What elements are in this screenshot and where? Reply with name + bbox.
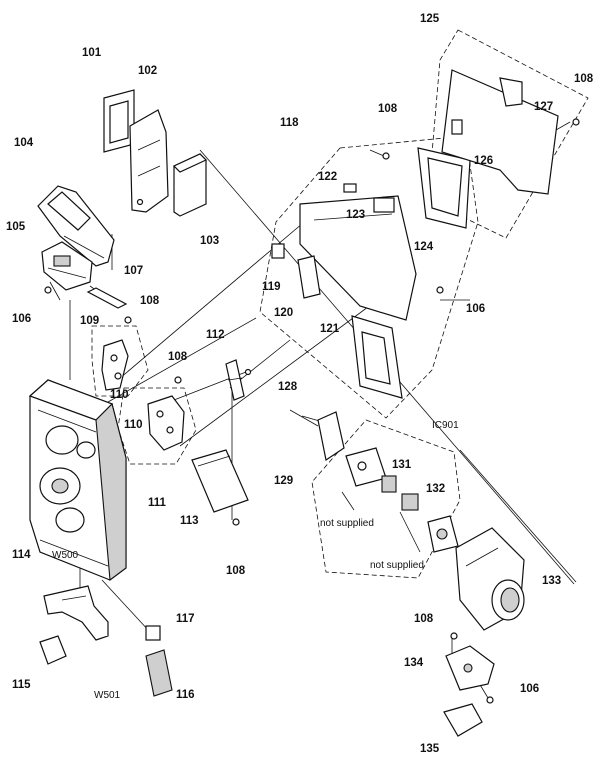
callout-125: 125 — [420, 13, 440, 25]
screws — [44, 118, 580, 704]
callout-117: 117 — [176, 613, 195, 625]
part-110-bracket-a — [101, 339, 129, 391]
callout-120: 120 — [274, 307, 293, 319]
callout-w500: W500 — [52, 550, 79, 561]
callout-113: 113 — [180, 515, 199, 527]
part-101-frame — [103, 89, 135, 153]
callout-108: 108 — [168, 351, 188, 363]
boundary-118 — [259, 135, 479, 419]
main-mechanism-chassis — [28, 379, 127, 582]
callout-not-supplied: not supplied — [320, 518, 374, 529]
callout-108: 108 — [414, 613, 434, 625]
callout-116: 116 — [176, 689, 195, 701]
callout-103: 103 — [200, 235, 219, 247]
callout-108: 108 — [378, 103, 398, 115]
part-110-bracket-b — [147, 395, 185, 451]
callout-102: 102 — [138, 65, 157, 77]
callout-119: 119 — [262, 281, 281, 293]
callout-123: 123 — [346, 209, 365, 221]
part-104-cover — [37, 185, 115, 267]
callout-135: 135 — [420, 743, 440, 755]
callout-101: 101 — [82, 47, 102, 59]
callout-122: 122 — [318, 171, 337, 183]
part-118-board — [299, 183, 417, 321]
callout-w501: W501 — [94, 690, 121, 701]
callout-110: 110 — [124, 419, 143, 431]
callout-115: 115 — [12, 679, 31, 691]
part-125-sheet — [441, 69, 559, 195]
part-107-strip — [86, 287, 128, 309]
callout-134: 134 — [404, 657, 424, 669]
callout-124: 124 — [414, 241, 434, 253]
part-133-lens — [455, 527, 525, 631]
callout-108: 108 — [140, 295, 160, 307]
callout-111: 111 — [148, 497, 167, 509]
callout-121: 121 — [320, 323, 340, 335]
part-112-rod — [225, 359, 245, 401]
callout-114: 114 — [12, 549, 31, 561]
part-114-flex-board — [43, 585, 109, 641]
callout-126: 126 — [474, 155, 493, 167]
part-102-bracket — [129, 109, 169, 213]
callout-104: 104 — [14, 137, 34, 149]
callout-106: 106 — [520, 683, 539, 695]
callout-128: 128 — [278, 381, 298, 393]
part-103-box — [172, 153, 208, 217]
part-105-assembly — [41, 241, 93, 291]
callout-131: 131 — [392, 459, 412, 471]
callout-127: 127 — [534, 101, 553, 113]
part-113-plate — [191, 449, 249, 513]
callout-106: 106 — [466, 303, 485, 315]
callout-129: 129 — [274, 475, 293, 487]
part-134-135 — [443, 645, 495, 737]
callout-labels: 101 102 103 104 105 106 107 108 109 110 … — [6, 13, 594, 755]
callout-105: 105 — [6, 221, 26, 233]
part-115-board — [39, 635, 67, 665]
part-121-frame — [351, 315, 403, 399]
callout-112: 112 — [206, 329, 225, 341]
part-119-120 — [271, 243, 321, 299]
callout-109: 109 — [80, 315, 99, 327]
callout-132: 132 — [426, 483, 445, 495]
callout-ic901: IC901 — [432, 420, 459, 431]
part-116-117 — [145, 625, 173, 697]
boundary-109 — [91, 325, 149, 397]
callout-108: 108 — [574, 73, 594, 85]
callout-110: 110 — [110, 389, 129, 401]
callout-106: 106 — [12, 313, 31, 325]
callout-107: 107 — [124, 265, 143, 277]
callout-133: 133 — [542, 575, 561, 587]
part-124-frame — [417, 147, 471, 229]
ic901-components — [341, 447, 459, 553]
callout-108: 108 — [226, 565, 246, 577]
callout-118: 118 — [280, 117, 299, 129]
part-129-plate — [289, 409, 345, 461]
callout-not-supplied: not supplied — [370, 560, 424, 571]
